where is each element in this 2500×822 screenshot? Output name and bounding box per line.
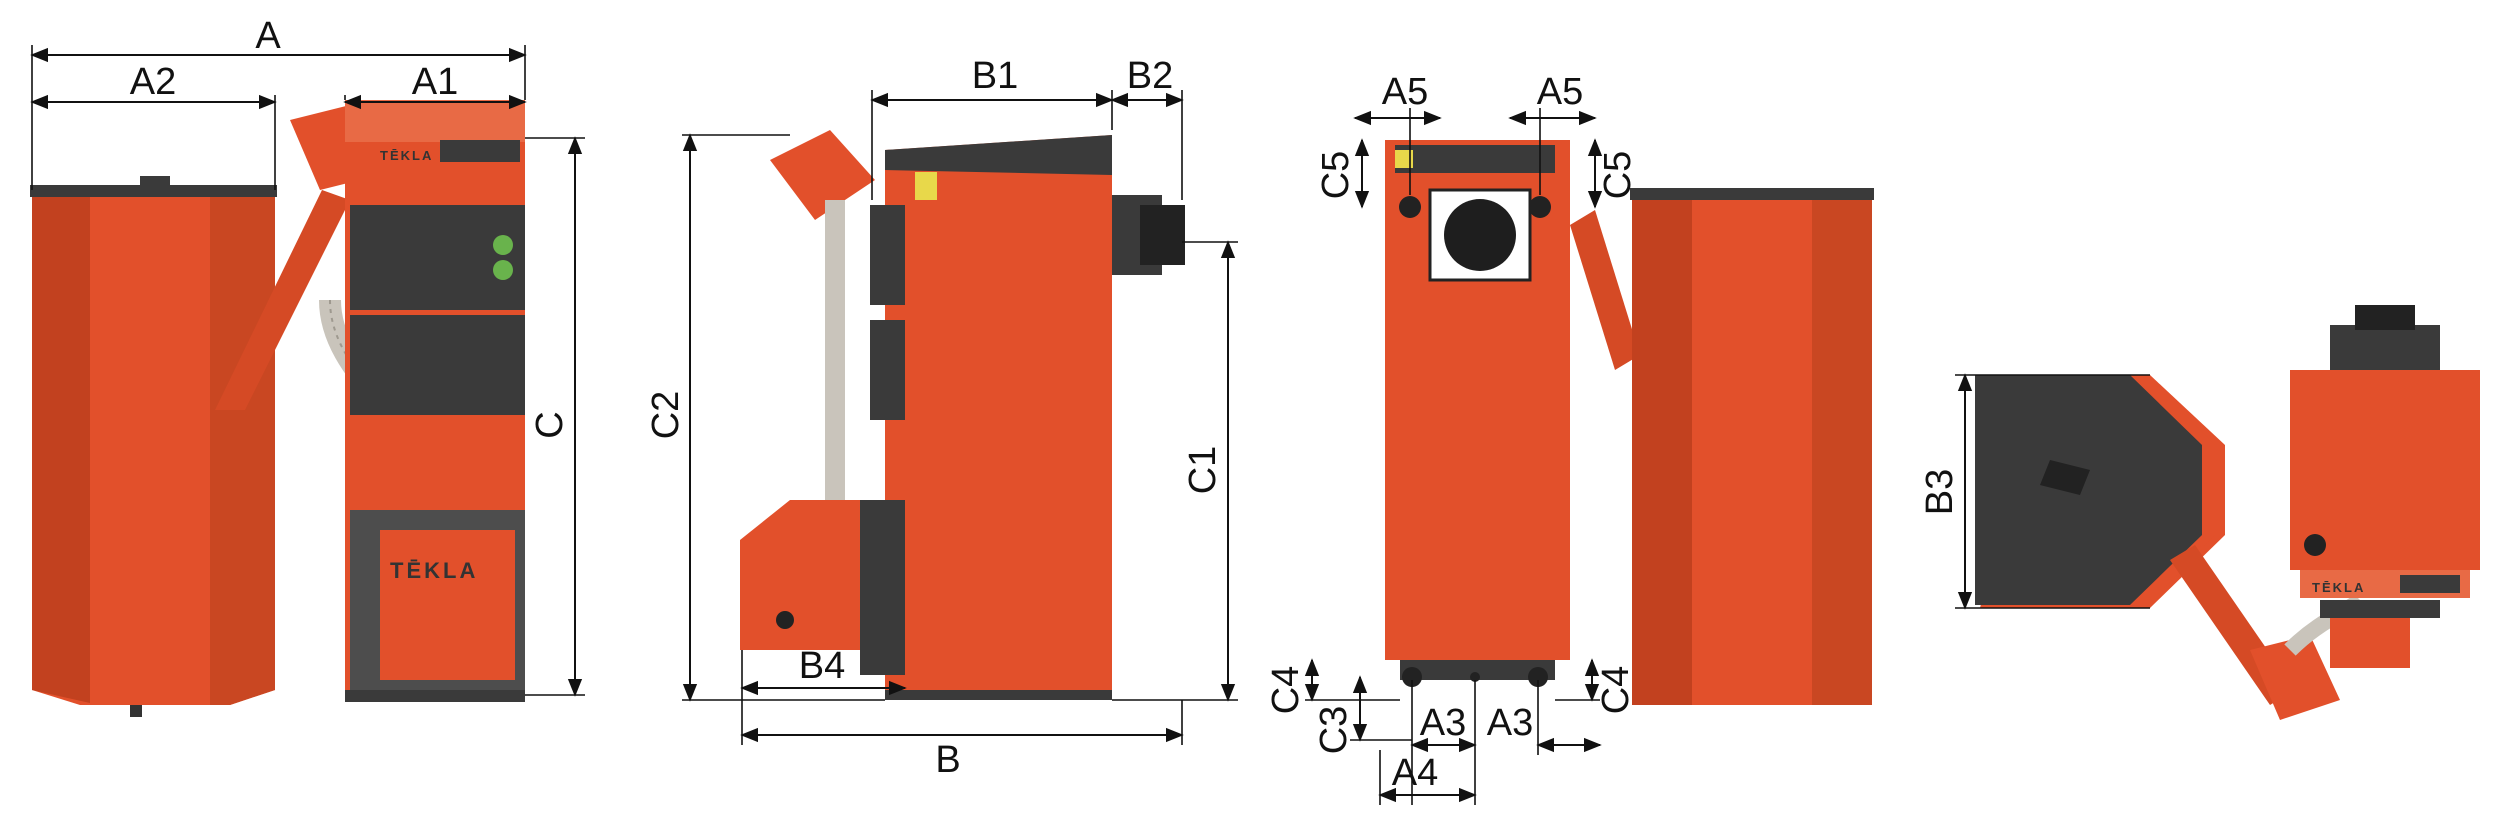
dimension-A5-right: A5 [1508, 71, 1597, 195]
dimension-C4-left: C4 [1265, 658, 1400, 715]
dimension-B2: B2 [1110, 55, 1184, 200]
label-B: B [935, 739, 960, 781]
label-A2: A2 [130, 61, 176, 103]
dimension-B: B [740, 700, 1184, 781]
dimension-C3: C3 [1313, 675, 1412, 755]
dimension-A4: A4 [1378, 750, 1477, 805]
boiler-body-side [860, 135, 1185, 700]
label-B1: B1 [972, 55, 1018, 97]
dimension-A3-right: A3 [1487, 680, 1602, 755]
boiler-body-top: TĒKLA [2290, 305, 2480, 668]
dimension-C5-left: C5 [1315, 138, 1370, 209]
dimension-C1: C1 [1112, 240, 1238, 702]
dimension-B1: B1 [870, 55, 1114, 200]
boiler-body-front: TĒKLA TĒKLA [345, 100, 525, 702]
label-C2: C2 [645, 391, 687, 440]
boiler-body-rear [1385, 140, 1570, 687]
label-C3: C3 [1313, 706, 1355, 755]
dimension-C4-right: C4 [1555, 658, 1637, 715]
label-C1: C1 [1182, 446, 1224, 495]
label-B3: B3 [1919, 469, 1961, 515]
pellet-hopper-front [30, 176, 277, 717]
label-A4: A4 [1392, 752, 1438, 794]
brand-logo-top: TĒKLA [380, 148, 433, 163]
dimension-C5-right: C5 [1587, 138, 1639, 209]
feeder-side [740, 130, 875, 650]
dimension-A3-left: A3 [1410, 680, 1477, 805]
label-A3-right: A3 [1487, 702, 1533, 744]
side-view: B1 B2 C2 C1 B4 B [645, 55, 1238, 781]
brand-logo-burner: TĒKLA [390, 558, 478, 583]
brand-logo-top-view: TĒKLA [2312, 580, 2365, 595]
pellet-hopper-rear [1630, 188, 1874, 705]
dimension-A: A [30, 15, 527, 190]
feeder-rear [1570, 210, 1640, 370]
label-C4-right: C4 [1595, 666, 1637, 715]
label-A: A [255, 15, 281, 57]
pellet-hopper-top [1975, 375, 2225, 608]
dimension-A5-left: A5 [1353, 71, 1442, 195]
front-view: TĒKLA TĒKLA A A2 A1 [30, 15, 585, 717]
label-C5-right: C5 [1597, 151, 1639, 200]
top-view: TĒKLA B3 [1919, 305, 2480, 720]
label-A5-right: A5 [1537, 71, 1583, 113]
dimension-C2: C2 [645, 133, 885, 702]
dimension-A2: A2 [30, 61, 277, 190]
label-A1: A1 [412, 61, 458, 103]
rear-view: A5 A5 C5 C5 C4 C4 C3 [1265, 71, 1874, 805]
label-C: C [529, 411, 571, 438]
dimension-B3: B3 [1919, 373, 2150, 610]
label-C4-left: C4 [1265, 666, 1307, 715]
label-A5-left: A5 [1382, 71, 1428, 113]
label-B2: B2 [1127, 55, 1173, 97]
label-B4: B4 [799, 645, 845, 687]
label-C5-left: C5 [1315, 151, 1357, 200]
label-A3-left: A3 [1420, 702, 1466, 744]
dimension-A1: A1 [343, 61, 527, 110]
dimension-C: C [525, 136, 585, 697]
